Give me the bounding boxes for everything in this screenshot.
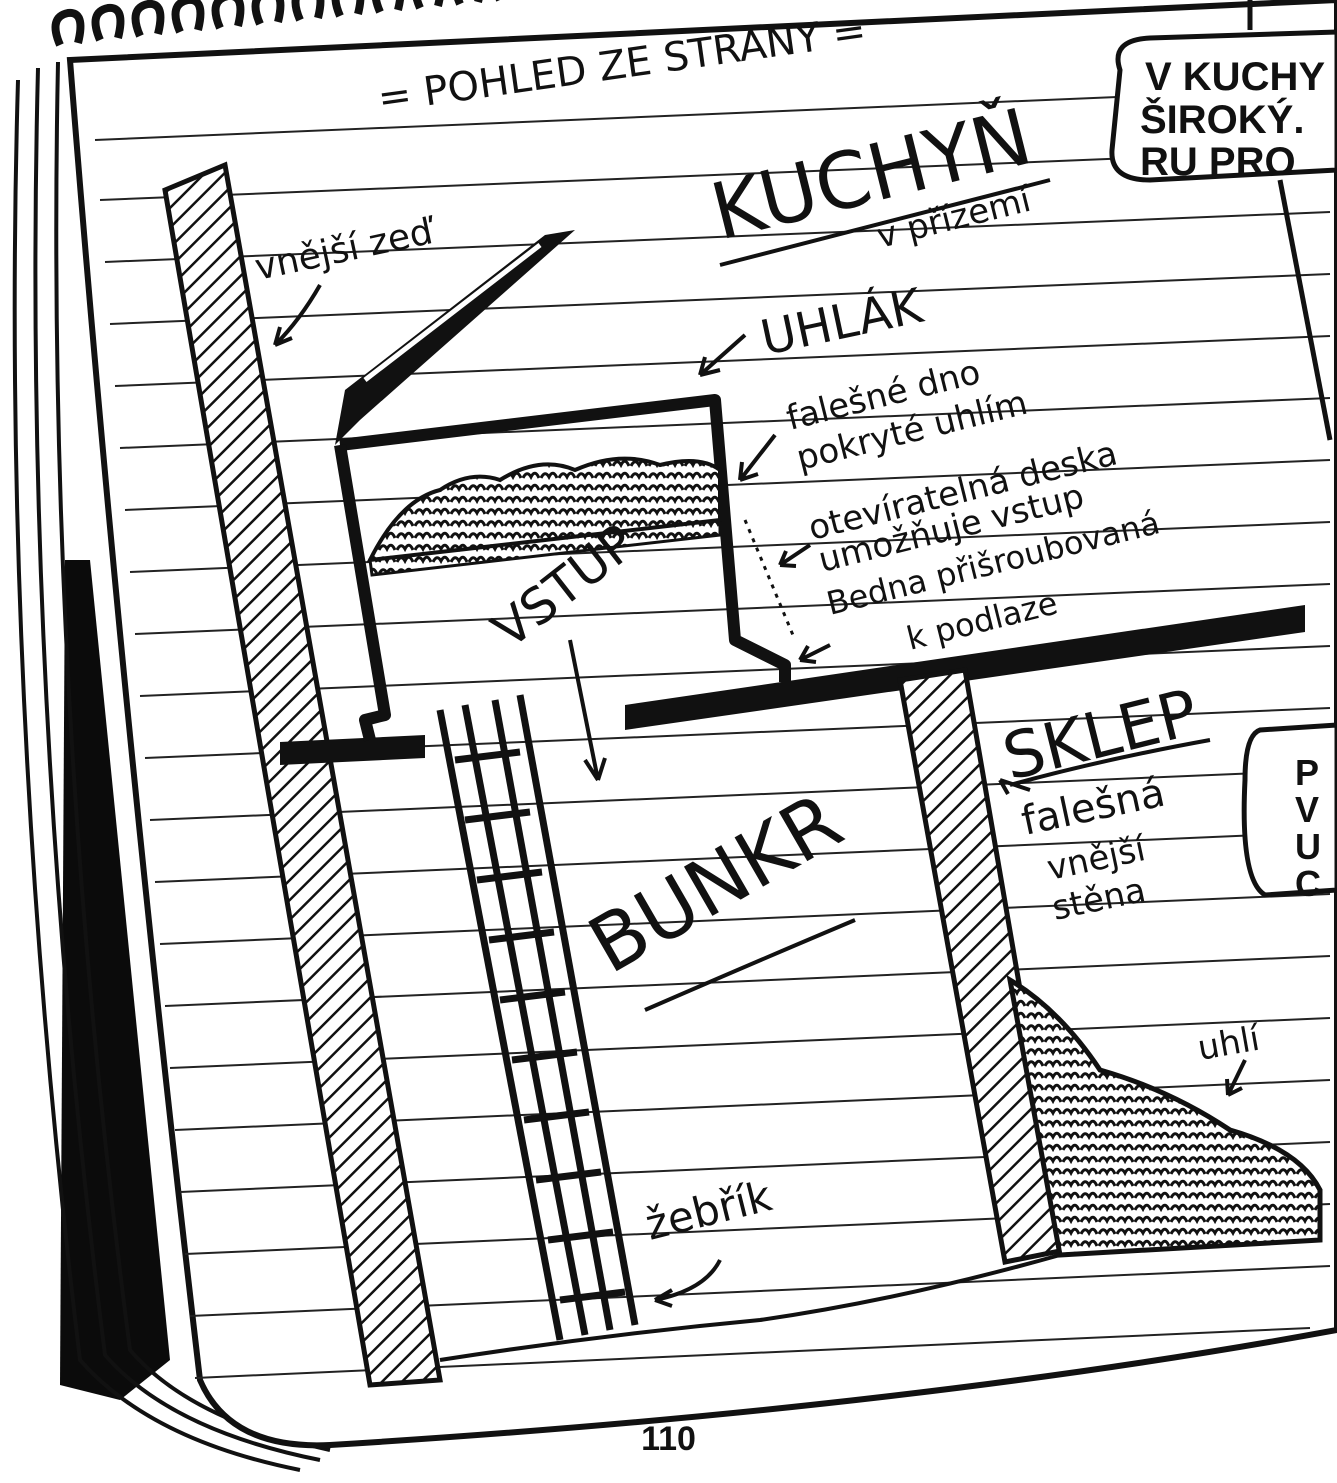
bubble-top-line-3: RU PRO: [1140, 140, 1296, 184]
bubble-right-line-3: U: [1295, 826, 1321, 867]
bubble-top-line-1: V KUCHY: [1145, 55, 1325, 99]
bubble-right-line-1: P: [1295, 752, 1319, 793]
bubble-top-line-2: ŠIROKÝ.: [1140, 96, 1304, 142]
spiral-binding: [56, 0, 521, 45]
page-number: 110: [0, 1420, 1337, 1459]
speech-bubble-right: [1244, 725, 1337, 895]
bubble-right-line-2: V: [1295, 789, 1319, 830]
bubble-right-line-4: C: [1295, 863, 1321, 904]
